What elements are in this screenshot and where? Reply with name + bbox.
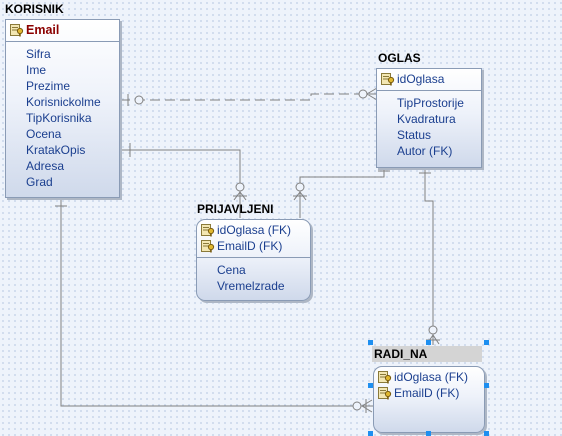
key-row[interactable]: idOglasa (FK)	[201, 222, 306, 238]
entity-oglas[interactable]: idOglasa TipProstorije Kvadratura Status…	[376, 68, 482, 168]
selection-handle-bottom-right[interactable]	[484, 431, 489, 436]
attribute-kratak-opis[interactable]: KratakOpis	[26, 143, 86, 157]
attribute-status[interactable]: Status	[397, 128, 432, 142]
key-row[interactable]: Email	[10, 22, 115, 38]
attribute-vreme-izrade[interactable]: Vremelzrade	[217, 279, 285, 293]
selection-handle-left[interactable]	[368, 383, 373, 388]
fk-email: EmailD (FK)	[394, 386, 460, 400]
attribute-ocena[interactable]: Ocena	[26, 127, 62, 141]
key-section: idOglasa	[377, 69, 481, 91]
selection-handle-top-right[interactable]	[484, 340, 489, 345]
crowfoot-circle-icon	[295, 182, 305, 192]
foreign-key-icon	[201, 224, 215, 237]
attribute-adresa[interactable]: Adresa	[26, 159, 65, 173]
attribute-section: Sifra Ime Prezime Korisnickolme TipKoris…	[6, 42, 119, 192]
key-section: idOglasa (FK) EmailD (FK)	[374, 367, 484, 404]
crowfoot-circle-icon	[134, 95, 144, 105]
foreign-key-icon	[201, 240, 215, 253]
selection-handle-top-left[interactable]	[368, 340, 373, 345]
fk-email: EmailD (FK)	[217, 239, 283, 253]
crowfoot-circle-icon	[428, 325, 438, 335]
key-section: Email	[6, 20, 119, 42]
crowfoot-circle-icon	[235, 182, 245, 192]
entity-prijavljeni[interactable]: idOglasa (FK) EmailD (FK) Cena Vremelzra…	[196, 219, 311, 301]
selection-handle-bottom[interactable]	[426, 431, 431, 436]
attribute-section: TipProstorije Kvadratura Status Autor (F…	[377, 91, 481, 161]
foreign-key-icon	[378, 387, 392, 400]
pk-email: Email	[26, 23, 60, 37]
attribute-tip-prostorije[interactable]: TipProstorije	[397, 96, 464, 110]
foreign-key-icon	[378, 371, 392, 384]
attribute-korisnicko-ime[interactable]: Korisnickolme	[26, 95, 101, 109]
key-row[interactable]: EmailD (FK)	[378, 385, 480, 401]
entity-oglas-title: OGLAS	[378, 51, 421, 65]
crowfoot-circle-icon	[358, 89, 368, 99]
key-section: idOglasa (FK) EmailD (FK)	[197, 220, 310, 258]
rel-korisnik-oglas[interactable]	[120, 87, 378, 106]
entity-radi-na[interactable]: idOglasa (FK) EmailD (FK)	[373, 366, 485, 433]
primary-key-icon	[381, 73, 395, 86]
crowfoot-icon	[233, 191, 241, 201]
selection-handle-top[interactable]	[426, 340, 431, 345]
attribute-cena[interactable]: Cena	[217, 263, 246, 277]
fk-id-oglasa: idOglasa (FK)	[217, 223, 292, 237]
fk-id-oglasa: idOglasa (FK)	[394, 370, 469, 384]
attribute-prezime[interactable]: Prezime	[26, 79, 71, 93]
attribute-grad[interactable]: Grad	[26, 175, 53, 189]
entity-radi-na-title: RADI_NA	[372, 346, 482, 362]
crowfoot-icon	[293, 191, 301, 201]
attribute-ime[interactable]: Ime	[26, 63, 47, 77]
attribute-section: Cena Vremelzrade	[197, 258, 310, 296]
entity-korisnik-title: KORISNIK	[5, 2, 64, 16]
attribute-kvadratura[interactable]: Kvadratura	[397, 112, 456, 126]
attribute-tip-korisnika[interactable]: TipKorisnika	[26, 111, 92, 125]
selection-handle-bottom-left[interactable]	[368, 431, 373, 436]
primary-key-icon	[10, 24, 24, 37]
crowfoot-icon	[361, 399, 373, 407]
rel-oglas-prijavljeni[interactable]	[293, 168, 390, 218]
rel-oglas-radi-na[interactable]	[419, 168, 440, 345]
crowfoot-circle-icon	[352, 401, 362, 411]
key-row[interactable]: idOglasa (FK)	[378, 369, 480, 385]
entity-korisnik[interactable]: Email Sifra Ime Prezime Korisnickolme Ti…	[5, 19, 120, 198]
attribute-sifra[interactable]: Sifra	[26, 47, 51, 61]
key-row[interactable]: idOglasa	[381, 71, 477, 87]
entity-prijavljeni-title: PRIJAVLJENI	[197, 202, 274, 216]
selection-handle-right[interactable]	[484, 383, 489, 388]
key-row[interactable]: EmailD (FK)	[201, 238, 306, 254]
attribute-autor-fk[interactable]: Autor (FK)	[397, 144, 453, 158]
pk-id-oglasa: idOglasa	[397, 72, 445, 86]
